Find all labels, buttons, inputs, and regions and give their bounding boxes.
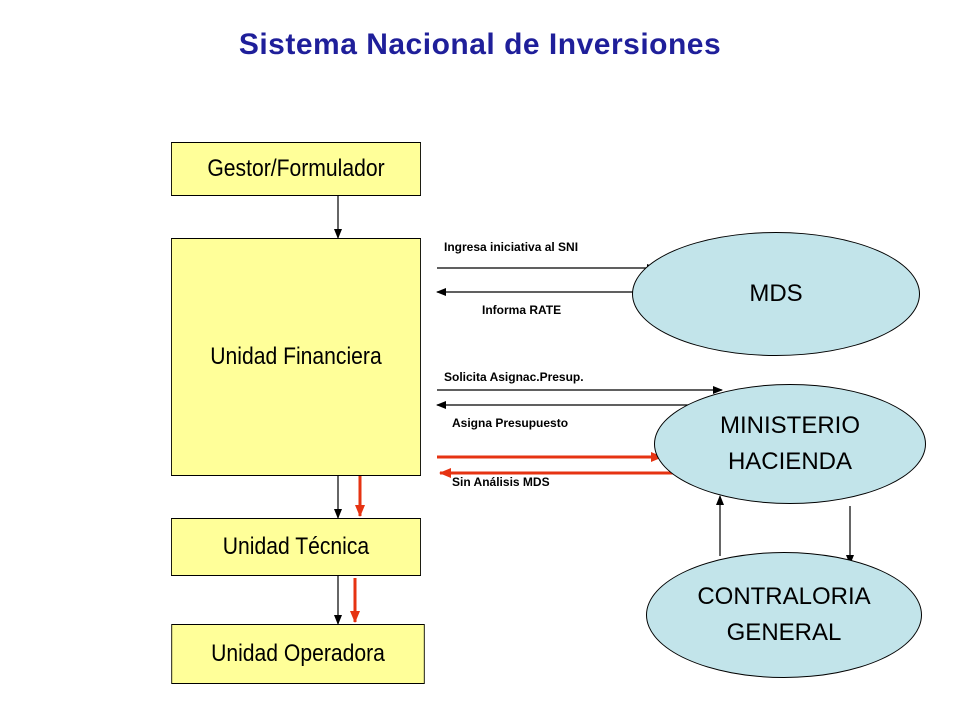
ellipse-ministerio-hacienda: MINISTERIO HACIENDA bbox=[654, 384, 926, 504]
box-gestor-label: Gestor/Formulador bbox=[207, 155, 385, 182]
box-unidad-financiera: Unidad Financiera bbox=[171, 238, 421, 476]
diagram-title: Sistema Nacional de Inversiones bbox=[238, 28, 722, 61]
contraloria-label-line1: CONTRALORIA bbox=[697, 583, 871, 610]
ellipse-contraloria-general: CONTRALORIA GENERAL bbox=[646, 552, 922, 678]
label-ingresa-iniciativa: Ingresa iniciativa al SNI bbox=[444, 240, 579, 254]
box-tecnica-label: Unidad Técnica bbox=[222, 533, 370, 560]
box-gestor-formulador: Gestor/Formulador bbox=[171, 142, 421, 196]
box-unidad-operadora: Unidad Operadora bbox=[171, 624, 425, 684]
contraloria-label-line2: GENERAL bbox=[726, 619, 842, 646]
mds-label: MDS bbox=[749, 280, 803, 307]
label-solicita-asignac: Solicita Asignac.Presup. bbox=[444, 370, 584, 384]
box-unidad-tecnica: Unidad Técnica bbox=[171, 518, 421, 576]
ministerio-label-line2: HACIENDA bbox=[727, 448, 852, 475]
label-sin-analisis-mds: Sin Análisis MDS bbox=[452, 475, 550, 489]
ellipse-mds: MDS bbox=[632, 232, 920, 356]
ministerio-label-line1: MINISTERIO bbox=[719, 412, 860, 439]
label-informa-rate: Informa RATE bbox=[482, 303, 562, 317]
box-financiera-label: Unidad Financiera bbox=[210, 343, 382, 370]
box-operadora-label: Unidad Operadora bbox=[211, 640, 385, 667]
label-asigna-presupuesto: Asigna Presupuesto bbox=[452, 416, 569, 430]
